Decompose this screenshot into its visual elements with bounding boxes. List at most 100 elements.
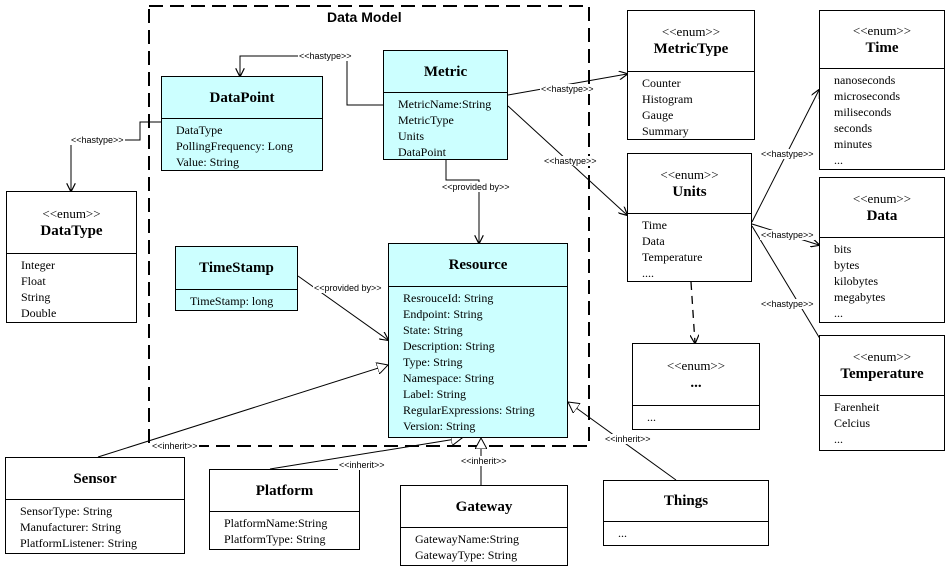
class-name: Platform: [255, 482, 314, 499]
data-model-frame: [148, 5, 590, 447]
attribute: ...: [647, 410, 656, 424]
attribute: Manufacturer: String: [20, 520, 121, 534]
edge-label-things-resource: <<inherit>>: [604, 434, 652, 444]
class-things[interactable]: Things ...: [603, 480, 769, 546]
class-attributes: ...: [604, 522, 768, 541]
class-datapoint[interactable]: DataPoint DataType PollingFrequency: Lon…: [161, 76, 323, 171]
class-header: Platform: [210, 470, 359, 512]
edge-platform-resource: [269, 438, 462, 470]
attribute: Float: [21, 274, 46, 288]
edge-label-units-time: <<hastype>>: [760, 149, 815, 159]
stereotype: <<enum>>: [660, 166, 719, 182]
class-header: Gateway: [401, 486, 567, 528]
attribute: GatewayType: String: [415, 548, 518, 562]
class-attributes: Farenheit Celcius ...: [820, 396, 944, 447]
attribute: Description: String: [403, 339, 495, 353]
edge-label-metric-metrictype: <<hastype>>: [540, 84, 595, 94]
class-resource[interactable]: Resource ResrouceId: String Endpoint: St…: [388, 243, 568, 438]
attribute: seconds: [834, 121, 872, 135]
attribute: minutes: [834, 137, 872, 151]
class-sensor[interactable]: Sensor SensorType: String Manufacturer: …: [5, 457, 185, 554]
attribute: Endpoint: String: [403, 307, 483, 321]
class-attributes: bits bytes kilobytes megabytes ...: [820, 238, 944, 321]
class-timestamp[interactable]: TimeStamp TimeStamp: long: [175, 246, 298, 311]
edge-label-gateway-resource: <<inherit>>: [460, 456, 508, 466]
class-attributes: MetricName:String MetricType Units DataP…: [384, 93, 507, 160]
enum-more[interactable]: <<enum>> ... ...: [632, 343, 760, 430]
edge-metric-resource: [445, 160, 479, 243]
class-gateway[interactable]: Gateway GatewayName:String GatewayType: …: [400, 485, 568, 566]
class-name: Things: [663, 493, 709, 509]
attribute: ...: [618, 526, 627, 540]
edge-label-sensor-resource: <<inherit>>: [151, 441, 199, 451]
class-header: Things: [604, 481, 768, 522]
attribute: ...: [834, 153, 843, 167]
attribute: nanoseconds: [834, 73, 896, 87]
class-header: <<enum>> Data: [820, 178, 944, 238]
attribute: String: [21, 290, 51, 304]
attribute: ResrouceId: String: [403, 291, 494, 305]
class-attributes: Integer Float String Double: [7, 254, 136, 321]
class-name: Gateway: [455, 498, 513, 515]
attribute: SensorType: String: [20, 504, 113, 518]
edge-label-metric-datapoint: <<hastype>>: [298, 51, 353, 61]
attribute: miliseconds: [834, 105, 892, 119]
enum-datatype[interactable]: <<enum>> DataType Integer Float String D…: [6, 191, 137, 323]
attribute: Data: [642, 234, 665, 248]
class-header: <<enum>> DataType: [7, 192, 136, 254]
class-name: Metric: [423, 63, 468, 80]
attribute: bits: [834, 242, 852, 256]
attribute: kilobytes: [834, 274, 878, 288]
attribute: bytes: [834, 258, 860, 272]
class-attributes: PlatformName:String PlatformType: String: [210, 512, 359, 547]
enum-metrictype[interactable]: <<enum>> MetricType Counter Histogram Ga…: [627, 10, 755, 140]
enum-units[interactable]: <<enum>> Units Time Data Temperature ...…: [627, 153, 752, 282]
class-name: Units: [672, 183, 707, 200]
enum-data[interactable]: <<enum>> Data bits bytes kilobytes megab…: [819, 177, 945, 323]
attribute: Integer: [21, 258, 55, 272]
class-attributes: Counter Histogram Gauge Summary: [628, 72, 754, 139]
class-metric[interactable]: Metric MetricName:String MetricType Unit…: [383, 50, 508, 160]
attribute: megabytes: [834, 290, 886, 304]
edge-label-metric-units: <<hastype>>: [543, 156, 598, 166]
stereotype: <<enum>>: [852, 190, 912, 206]
class-platform[interactable]: Platform PlatformName:String PlatformTyp…: [209, 469, 360, 550]
class-name: DataPoint: [209, 89, 275, 106]
attribute: Histogram: [642, 92, 693, 106]
attribute: Value: String: [176, 155, 239, 169]
class-header: Sensor: [6, 458, 184, 500]
class-header: <<enum>> Time: [820, 11, 944, 69]
edge-label-units-data: <<hastype>>: [760, 230, 815, 240]
class-attributes: nanoseconds microseconds miliseconds sec…: [820, 69, 944, 168]
class-header: DataPoint: [162, 77, 322, 119]
enum-temperature[interactable]: <<enum>> Temperature Farenheit Celcius .…: [819, 335, 945, 451]
class-attributes: SensorType: String Manufacturer: String …: [6, 500, 184, 551]
attribute: Time: [642, 218, 667, 232]
attribute: Double: [21, 306, 57, 320]
class-name: Sensor: [73, 470, 117, 487]
class-name: MetricType: [653, 41, 729, 57]
enum-time[interactable]: <<enum>> Time nanoseconds microseconds m…: [819, 10, 945, 170]
class-name: Resource: [448, 257, 508, 273]
edge-label-platform-resource: <<inherit>>: [338, 460, 386, 470]
stereotype: <<enum>>: [42, 205, 101, 221]
class-header: Metric: [384, 51, 507, 93]
attribute: Namespace: String: [403, 371, 494, 385]
stereotype: <<enum>>: [852, 22, 912, 38]
attribute: Summary: [642, 124, 689, 138]
attribute: Type: String: [403, 355, 463, 369]
class-attributes: GatewayName:String GatewayType: String: [401, 528, 567, 563]
class-header: Resource: [389, 244, 567, 287]
attribute: ....: [642, 266, 654, 280]
class-name: Time: [865, 39, 899, 56]
data-model-title: Data Model: [327, 9, 402, 25]
attribute: RegularExpressions: String: [403, 403, 535, 417]
class-attributes: TimeStamp: long: [176, 290, 297, 309]
edge-label-datapoint-datatype: <<hastype>>: [70, 135, 125, 145]
attribute: Celcius: [834, 416, 870, 430]
attribute: MetricType: [398, 113, 454, 127]
edge-units-enum-more: [691, 281, 695, 343]
attribute: Counter: [642, 76, 681, 90]
attribute: Label: String: [403, 387, 466, 401]
attribute: PollingFrequency: Long: [176, 139, 293, 153]
